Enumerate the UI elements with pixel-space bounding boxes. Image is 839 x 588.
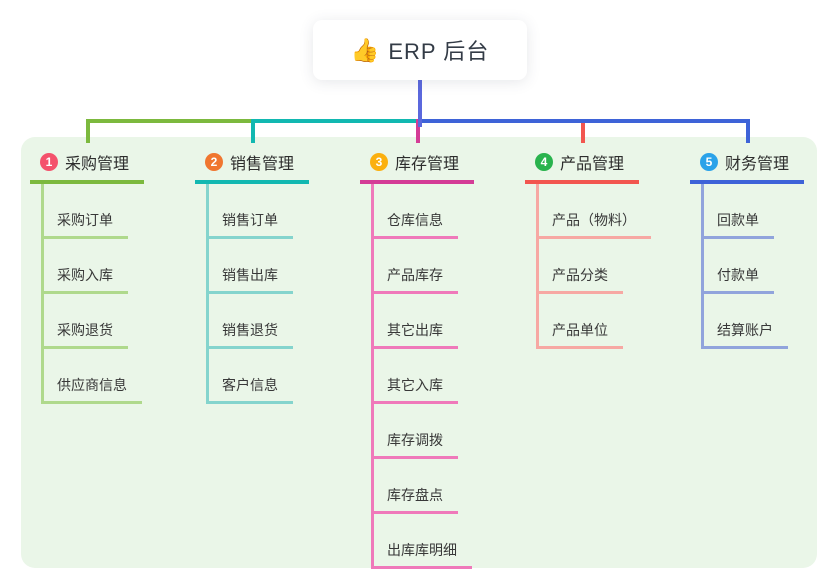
child-label: 产品库存 <box>387 267 443 283</box>
child-node[interactable]: 销售出库 <box>206 265 293 294</box>
child-row: 销售退货 <box>195 294 360 349</box>
child-label: 仓库信息 <box>387 212 443 228</box>
child-label: 产品分类 <box>552 267 608 283</box>
thumbs-up-icon: 👍 <box>350 36 380 63</box>
child-node[interactable]: 采购退货 <box>41 320 128 349</box>
child-row: 产品（物料） <box>525 184 690 239</box>
child-node[interactable]: 回款单 <box>701 210 774 239</box>
child-node[interactable]: 库存盘点 <box>371 485 458 514</box>
child-node[interactable]: 销售订单 <box>206 210 293 239</box>
branch-title[interactable]: 2 销售管理 <box>195 146 309 184</box>
child-node[interactable]: 客户信息 <box>206 375 293 404</box>
child-label: 销售出库 <box>222 267 278 283</box>
child-row: 供应商信息 <box>30 349 195 404</box>
branch-children: 销售订单销售出库销售退货客户信息 <box>195 184 360 404</box>
child-node[interactable]: 销售退货 <box>206 320 293 349</box>
child-row: 产品单位 <box>525 294 690 349</box>
child-row: 产品库存 <box>360 239 525 294</box>
child-row: 付款单 <box>690 239 839 294</box>
branch-label: 库存管理 <box>395 156 460 173</box>
child-label: 库存盘点 <box>387 487 443 503</box>
child-label: 产品单位 <box>552 322 608 338</box>
branch-label: 财务管理 <box>725 156 790 173</box>
child-label: 付款单 <box>717 267 759 283</box>
root-node[interactable]: 👍 ERP 后台 <box>313 20 527 80</box>
child-label: 其它出库 <box>387 322 443 338</box>
child-label: 销售退货 <box>222 322 278 338</box>
child-node[interactable]: 采购入库 <box>41 265 128 294</box>
child-row: 产品分类 <box>525 239 690 294</box>
child-label: 回款单 <box>717 212 759 228</box>
branch-spine-line <box>536 184 539 346</box>
child-node[interactable]: 付款单 <box>701 265 774 294</box>
child-label: 供应商信息 <box>57 377 127 393</box>
child-row: 客户信息 <box>195 349 360 404</box>
child-row: 采购入库 <box>30 239 195 294</box>
child-label: 产品（物料） <box>552 212 636 228</box>
child-label: 出库库明细 <box>387 542 457 558</box>
child-row: 结算账户 <box>690 294 839 349</box>
child-row: 采购订单 <box>30 184 195 239</box>
child-node[interactable]: 产品库存 <box>371 265 458 294</box>
child-row: 库存调拨 <box>360 404 525 459</box>
child-row: 采购退货 <box>30 294 195 349</box>
branch-label: 销售管理 <box>230 156 295 173</box>
branch-node: 4 产品管理产品（物料） 产品分类产品单位 <box>525 146 690 349</box>
branch-children: 仓库信息产品库存其它出库其它入库库存调拨库存盘点出库库明细 <box>360 184 525 569</box>
branch-spine-line <box>371 184 374 566</box>
branch-number-badge: 4 <box>535 153 553 171</box>
branch-title[interactable]: 3 库存管理 <box>360 146 474 184</box>
branch-title[interactable]: 5 财务管理 <box>690 146 804 184</box>
child-node[interactable]: 采购订单 <box>41 210 128 239</box>
branch-node: 5 财务管理回款单付款单结算账户 <box>690 146 839 349</box>
branch-node: 1 采购管理采购订单采购入库采购退货供应商信息 <box>30 146 195 404</box>
child-node[interactable]: 库存调拨 <box>371 430 458 459</box>
branch-node: 3 库存管理仓库信息产品库存其它出库其它入库库存调拨库存盘点出库库明细 <box>360 146 525 569</box>
child-label: 采购入库 <box>57 267 113 283</box>
branch-label: 产品管理 <box>560 156 625 173</box>
branch-children: 采购订单采购入库采购退货供应商信息 <box>30 184 195 404</box>
child-row: 其它出库 <box>360 294 525 349</box>
branch-title[interactable]: 1 采购管理 <box>30 146 144 184</box>
child-row: 其它入库 <box>360 349 525 404</box>
mindmap-panel <box>21 137 817 568</box>
branch-number-badge: 1 <box>40 153 58 171</box>
child-label: 客户信息 <box>222 377 278 393</box>
child-row: 销售订单 <box>195 184 360 239</box>
child-row: 仓库信息 <box>360 184 525 239</box>
child-row: 出库库明细 <box>360 514 525 569</box>
branch-children: 回款单付款单结算账户 <box>690 184 839 349</box>
child-node[interactable]: 结算账户 <box>701 320 788 349</box>
child-row: 销售出库 <box>195 239 360 294</box>
child-node[interactable]: 出库库明细 <box>371 540 472 569</box>
branch-spine-line <box>41 184 44 401</box>
child-label: 采购退货 <box>57 322 113 338</box>
child-node[interactable]: 其它出库 <box>371 320 458 349</box>
child-node[interactable]: 产品分类 <box>536 265 623 294</box>
child-label: 其它入库 <box>387 377 443 393</box>
branch-title[interactable]: 4 产品管理 <box>525 146 639 184</box>
child-label: 采购订单 <box>57 212 113 228</box>
root-label: ERP 后台 <box>388 39 490 64</box>
child-node[interactable]: 供应商信息 <box>41 375 142 404</box>
child-label: 销售订单 <box>222 212 278 228</box>
child-label: 结算账户 <box>717 322 773 338</box>
branch-number-badge: 5 <box>700 153 718 171</box>
branch-children: 产品（物料） 产品分类产品单位 <box>525 184 690 349</box>
child-node[interactable]: 产品单位 <box>536 320 623 349</box>
branch-number-badge: 3 <box>370 153 388 171</box>
branch-label: 采购管理 <box>65 156 130 173</box>
branch-spine-line <box>701 184 704 346</box>
child-node[interactable]: 其它入库 <box>371 375 458 404</box>
child-row: 回款单 <box>690 184 839 239</box>
child-node[interactable]: 产品（物料） <box>536 210 651 239</box>
branch-spine-line <box>206 184 209 401</box>
child-node[interactable]: 仓库信息 <box>371 210 458 239</box>
branch-node: 2 销售管理销售订单销售出库销售退货客户信息 <box>195 146 360 404</box>
child-label: 库存调拨 <box>387 432 443 448</box>
child-row: 库存盘点 <box>360 459 525 514</box>
branch-number-badge: 2 <box>205 153 223 171</box>
